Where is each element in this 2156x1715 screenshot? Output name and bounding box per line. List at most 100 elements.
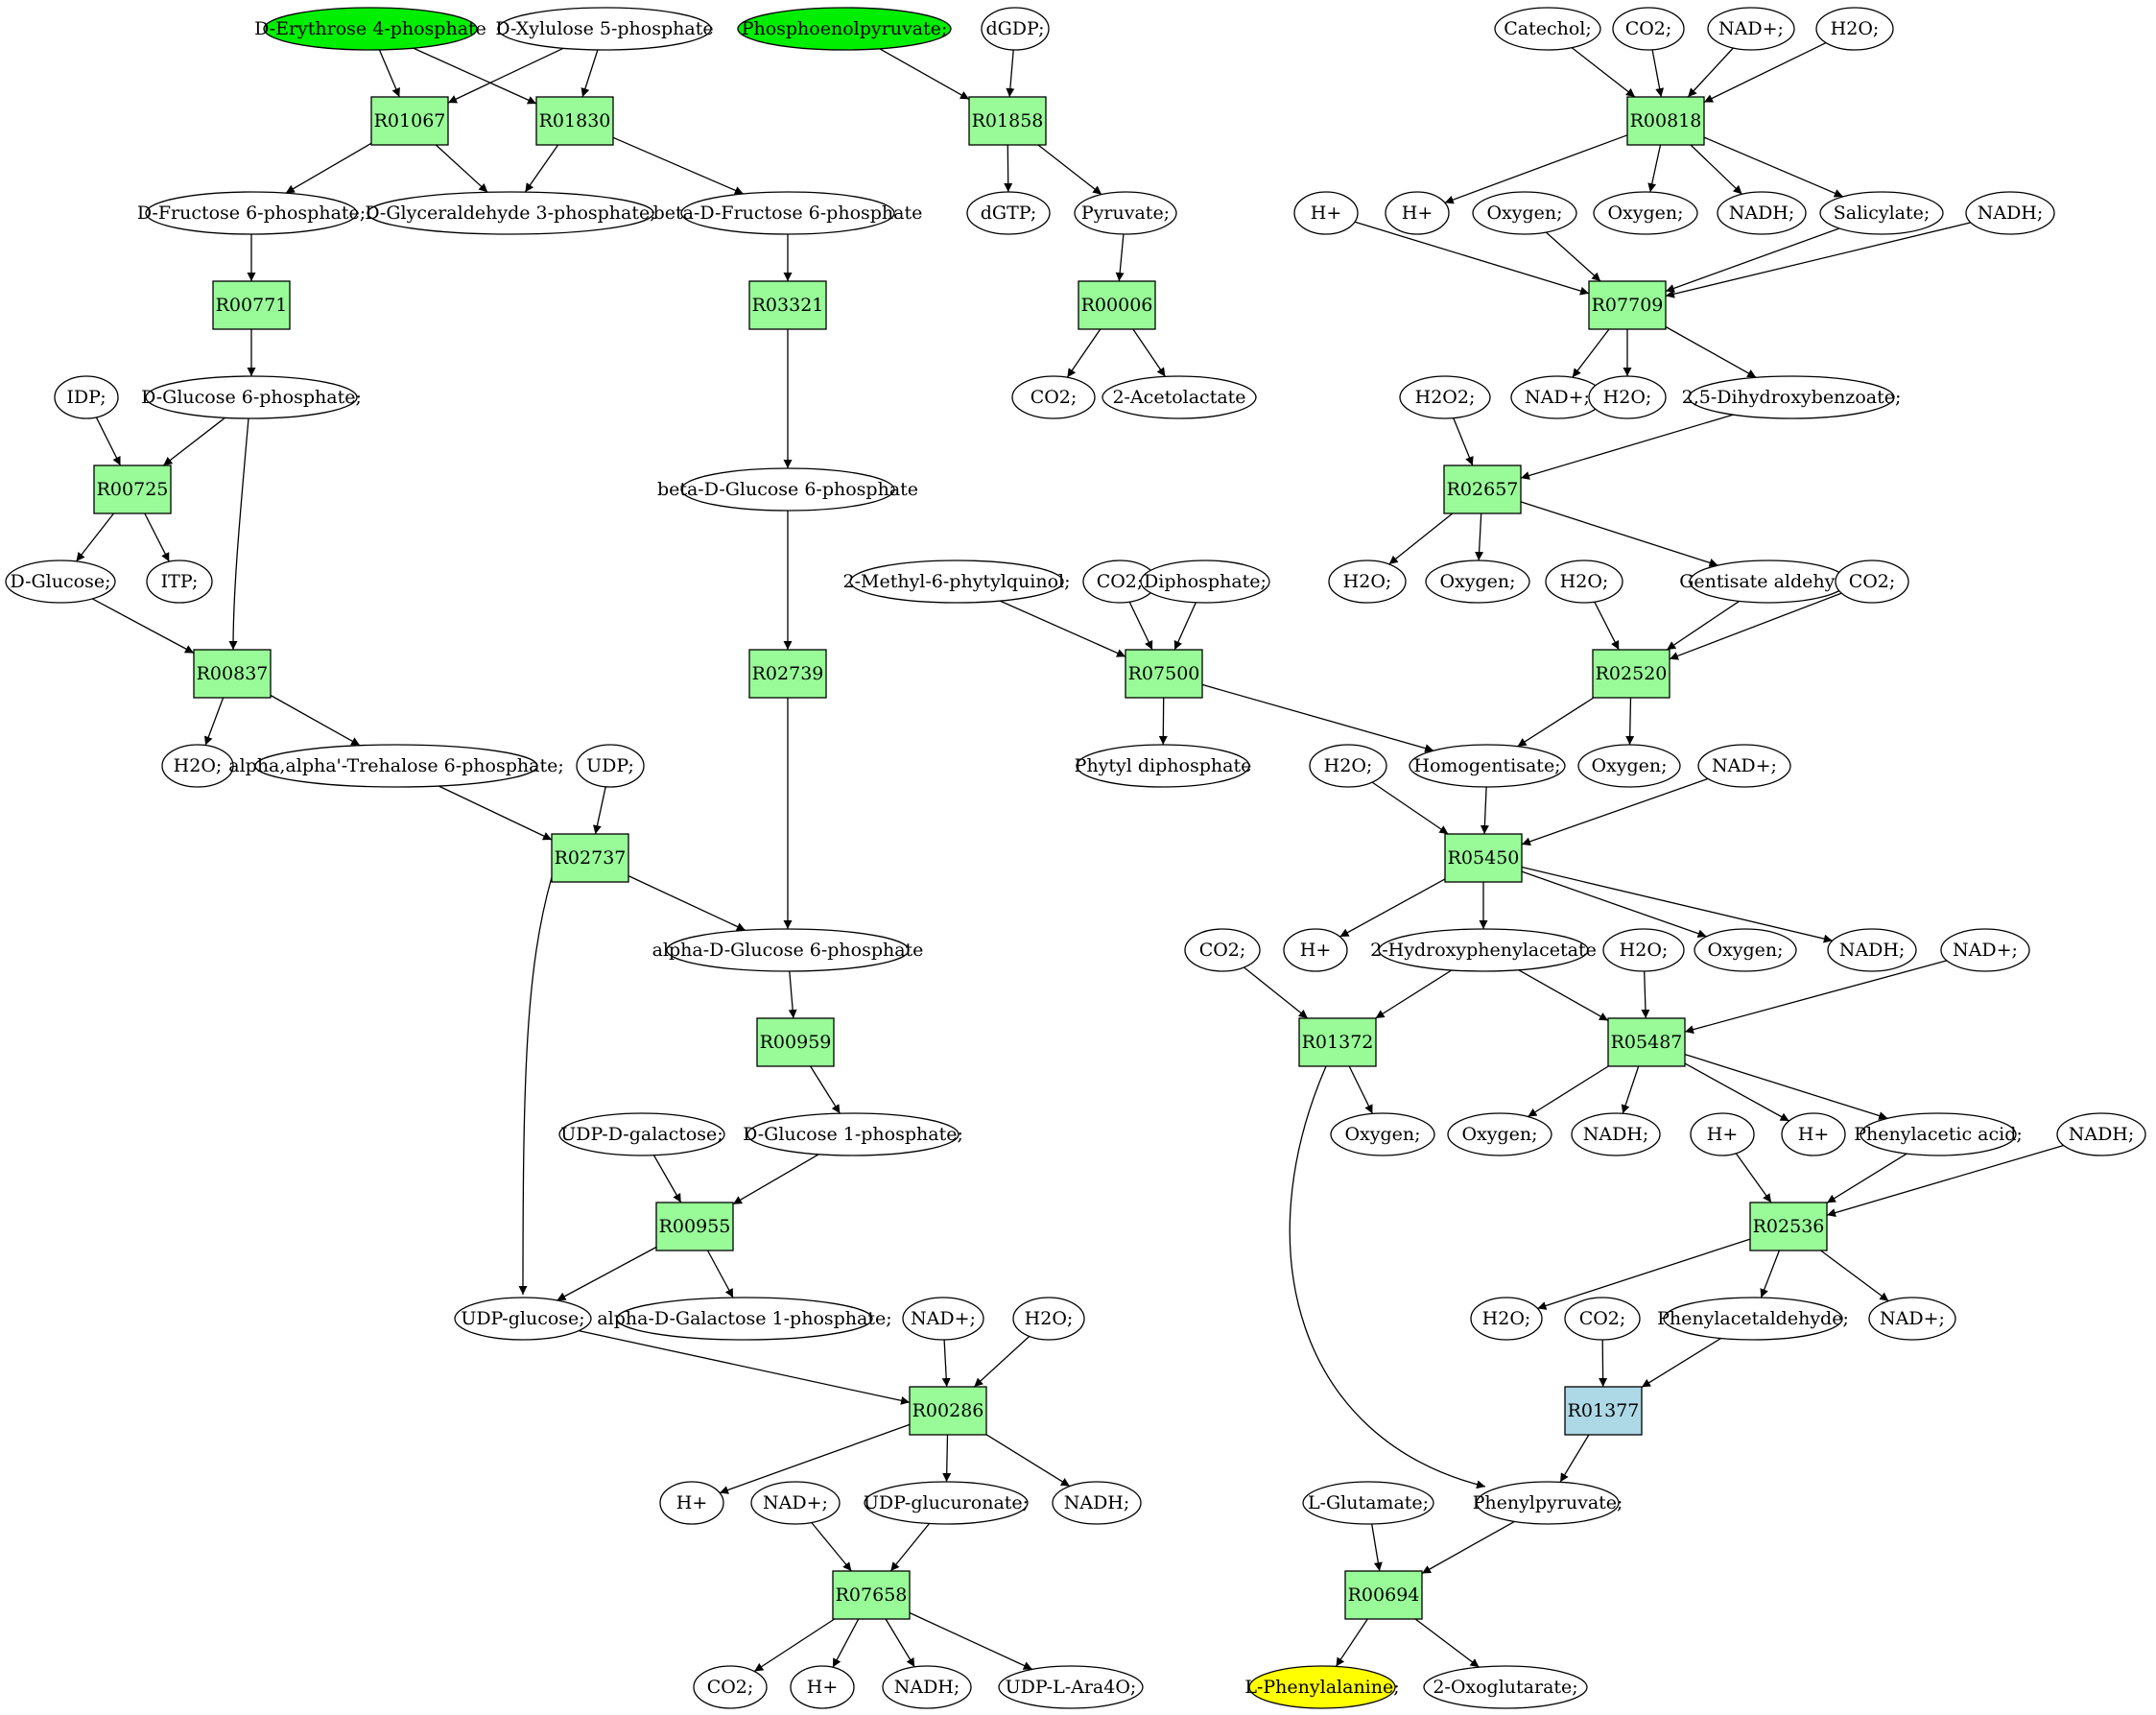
- compound-node-h2o[interactable]: H2O;: [1815, 7, 1894, 51]
- reaction-node-r07658[interactable]: R07658: [832, 1570, 911, 1620]
- reaction-node-r00006[interactable]: R00006: [1078, 280, 1156, 330]
- reaction-node-r02737[interactable]: R02737: [551, 833, 629, 883]
- compound-node-phenylpyruvate[interactable]: Phenylpyruvate;: [1473, 1481, 1623, 1525]
- compound-node-udp-glucuronate[interactable]: UDP-glucuronate;: [864, 1481, 1029, 1525]
- compound-node-h2o[interactable]: H2O;: [1470, 1297, 1543, 1341]
- compound-node-h2o[interactable]: H2O;: [1012, 1297, 1085, 1341]
- compound-node-h2o[interactable]: H2O;: [1602, 928, 1685, 972]
- reaction-node-r05487[interactable]: R05487: [1607, 1017, 1686, 1067]
- compound-node-co2[interactable]: CO2;: [1184, 928, 1261, 972]
- compound-node-d-glucose-6-phosphate[interactable]: D-Glucose 6-phosphate;: [141, 375, 362, 419]
- compound-node-nadh[interactable]: NADH;: [1717, 191, 1807, 235]
- compound-node-h2o[interactable]: H2O;: [1545, 560, 1623, 604]
- compound-node-2-methyl-6-phytylquinol[interactable]: 2-Methyl-6-phytylquinol;: [842, 560, 1071, 604]
- reaction-node-r00725[interactable]: R00725: [93, 464, 172, 514]
- compound-node-h2o[interactable]: H2O;: [161, 744, 234, 788]
- compound-node-co2[interactable]: CO2;: [1082, 560, 1157, 604]
- compound-node-h[interactable]: H+: [1293, 191, 1359, 235]
- compound-node-oxygen[interactable]: Oxygen;: [1472, 191, 1577, 235]
- compound-node-phytyl-diphosphate[interactable]: Phytyl diphosphate: [1075, 744, 1252, 788]
- compound-node-h[interactable]: H+: [1781, 1112, 1846, 1156]
- compound-node-nad[interactable]: NAD+;: [1868, 1297, 1956, 1341]
- compound-node-catechol[interactable]: Catechol;: [1494, 7, 1601, 51]
- compound-node-h2o[interactable]: H2O;: [1328, 560, 1407, 604]
- compound-node-2-5-dihydroxybenzoate[interactable]: 2,5-Dihydroxybenzoate;: [1682, 375, 1902, 419]
- compound-node-h2o[interactable]: H2O;: [1309, 744, 1387, 788]
- reaction-node-r00955[interactable]: R00955: [655, 1202, 734, 1251]
- compound-node-d-glucose-1-phosphate[interactable]: D-Glucose 1-phosphate;: [743, 1112, 963, 1156]
- reaction-node-r00286[interactable]: R00286: [909, 1386, 987, 1436]
- reaction-node-r01372[interactable]: R01372: [1298, 1017, 1377, 1067]
- compound-node-beta-d-glucose-6-phosphate[interactable]: beta-D-Glucose 6-phosphate: [657, 467, 918, 512]
- compound-node-gentisate-aldehyde[interactable]: Gentisate aldehyde: [1679, 560, 1858, 604]
- compound-node-nad[interactable]: NAD+;: [1707, 7, 1795, 51]
- compound-node-h[interactable]: H+: [1283, 928, 1348, 972]
- compound-node-alpha-d-glucose-6-phosphate[interactable]: alpha-D-Glucose 6-phosphate: [652, 928, 924, 972]
- compound-node-itp[interactable]: ITP;: [146, 560, 213, 604]
- reaction-node-r07500[interactable]: R07500: [1125, 649, 1203, 699]
- compound-node-nadh[interactable]: NADH;: [1052, 1481, 1142, 1525]
- compound-node-h[interactable]: H+: [1385, 191, 1450, 235]
- compound-node-oxygen[interactable]: Oxygen;: [1425, 560, 1530, 604]
- compound-node-oxygen[interactable]: Oxygen;: [1694, 928, 1797, 972]
- compound-node-oxygen[interactable]: Oxygen;: [1593, 191, 1698, 235]
- compound-node-co2[interactable]: CO2;: [1564, 1297, 1641, 1341]
- compound-node-pyruvate[interactable]: Pyruvate;: [1074, 191, 1177, 235]
- compound-node-nad[interactable]: NAD+;: [902, 1297, 984, 1341]
- compound-node-phenylacetic-acid[interactable]: Phenylacetic acid;: [1854, 1112, 2023, 1156]
- compound-node-h2o[interactable]: H2O;: [1588, 375, 1667, 419]
- reaction-node-r02536[interactable]: R02536: [1749, 1202, 1828, 1251]
- compound-node-udp-l-ara4o[interactable]: UDP-L-Ara4O;: [998, 1665, 1144, 1709]
- compound-node-co2[interactable]: CO2;: [1835, 560, 1909, 604]
- compound-node-alpha-d-galactose-1-phosphate[interactable]: alpha-D-Galactose 1-phosphate;: [597, 1297, 892, 1341]
- compound-node-nadh[interactable]: NADH;: [1571, 1112, 1661, 1156]
- compound-node-oxygen[interactable]: Oxygen;: [1577, 744, 1681, 788]
- compound-node-oxygen[interactable]: Oxygen;: [1330, 1112, 1435, 1156]
- compound-node-l-phenylalanine[interactable]: L-Phenylalanine;: [1244, 1665, 1400, 1709]
- compound-node-phenylacetaldehyde[interactable]: Phenylacetaldehyde;: [1657, 1297, 1849, 1341]
- compound-node-nadh[interactable]: NADH;: [2056, 1112, 2146, 1156]
- reaction-node-r01377[interactable]: R01377: [1564, 1386, 1643, 1436]
- reaction-node-r00694[interactable]: R00694: [1344, 1570, 1423, 1620]
- compound-node-alpha-alpha-trehalose-6-phosphate[interactable]: alpha,alpha'-Trehalose 6-phosphate;: [228, 744, 564, 788]
- reaction-node-r01858[interactable]: R01858: [968, 96, 1047, 146]
- compound-node-2-hydroxyphenylacetate[interactable]: 2-Hydroxyphenylacetate: [1370, 928, 1597, 972]
- compound-node-nad[interactable]: NAD+;: [1697, 744, 1791, 788]
- reaction-node-r01830[interactable]: R01830: [535, 96, 614, 146]
- compound-node-oxygen[interactable]: Oxygen;: [1447, 1112, 1552, 1156]
- compound-node-h[interactable]: H+: [790, 1665, 855, 1709]
- compound-node-nadh[interactable]: NADH;: [882, 1665, 972, 1709]
- compound-node-d-erythrose-4-phosphate[interactable]: D-Erythrose 4-phosphate: [254, 7, 486, 51]
- compound-node-h2o2[interactable]: H2O2;: [1399, 375, 1491, 419]
- compound-node-nad[interactable]: NAD+;: [750, 1481, 841, 1525]
- compound-node-2-oxoglutarate[interactable]: 2-Oxoglutarate;: [1423, 1665, 1588, 1709]
- reaction-node-r02520[interactable]: R02520: [1592, 649, 1670, 699]
- reaction-node-r00771[interactable]: R00771: [212, 280, 291, 330]
- compound-node-udp-d-galactose[interactable]: UDP-D-galactose;: [558, 1112, 725, 1156]
- reaction-node-r02657[interactable]: R02657: [1443, 464, 1522, 514]
- compound-node-homogentisate[interactable]: Homogentisate;: [1409, 744, 1566, 788]
- reaction-node-r07709[interactable]: R07709: [1588, 280, 1667, 330]
- compound-node-co2[interactable]: CO2;: [1011, 375, 1096, 419]
- reaction-node-r01067[interactable]: R01067: [370, 96, 449, 146]
- compound-node-phosphoenolpyruvate[interactable]: Phosphoenolpyruvate;: [737, 7, 952, 51]
- compound-node-2-acetolactate[interactable]: 2-Acetolactate: [1102, 375, 1257, 419]
- reaction-node-r03321[interactable]: R03321: [748, 280, 827, 330]
- reaction-node-r02739[interactable]: R02739: [748, 649, 827, 699]
- compound-node-h[interactable]: H+: [1690, 1112, 1755, 1156]
- compound-node-nad[interactable]: NAD+;: [1510, 375, 1604, 419]
- compound-node-nad[interactable]: NAD+;: [1940, 928, 2030, 972]
- compound-node-dgdp[interactable]: dGDP;: [981, 7, 1050, 51]
- compound-node-co2[interactable]: CO2;: [693, 1665, 768, 1709]
- compound-node-l-glutamate[interactable]: L-Glutamate;: [1302, 1481, 1434, 1525]
- reaction-node-r00837[interactable]: R00837: [193, 649, 272, 699]
- compound-node-nadh[interactable]: NADH;: [1965, 191, 2055, 235]
- compound-node-beta-d-fructose-6-phosphate[interactable]: beta-D-Fructose 6-phosphate: [653, 191, 923, 235]
- compound-node-nadh[interactable]: NADH;: [1827, 928, 1917, 972]
- compound-node-dgtp[interactable]: dGTP;: [966, 191, 1051, 235]
- compound-node-diphosphate[interactable]: Diphosphate;: [1140, 560, 1270, 604]
- compound-node-h[interactable]: H+: [659, 1481, 724, 1525]
- compound-node-salicylate[interactable]: Salicylate;: [1819, 191, 1944, 235]
- compound-node-udp[interactable]: UDP;: [576, 744, 645, 788]
- compound-node-d-glyceraldehyde-3-phosphate[interactable]: D-Glyceraldehyde 3-phosphate;: [365, 191, 656, 235]
